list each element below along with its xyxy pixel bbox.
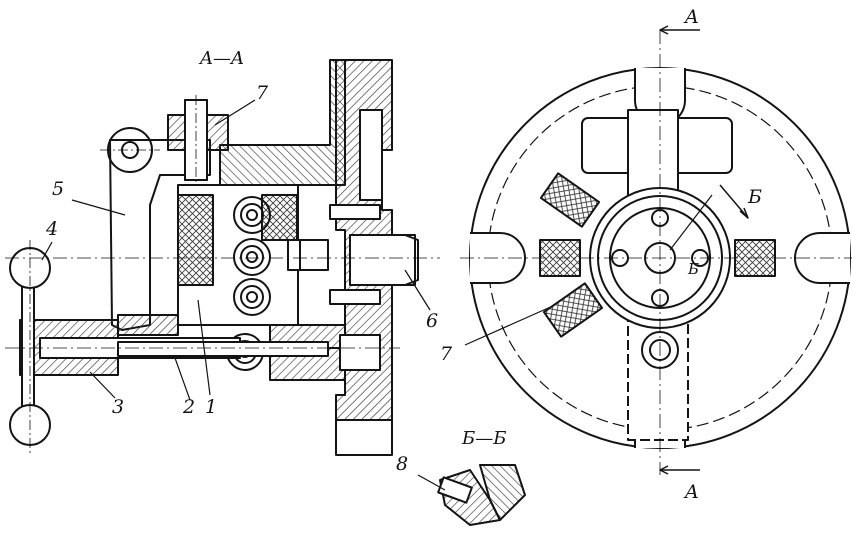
section-arrow-b <box>719 184 749 219</box>
callout-7-right: 7 <box>440 343 453 365</box>
section-mark-bottom: A <box>685 481 699 503</box>
section-mark-top: A <box>685 6 699 28</box>
callout-1: 1 <box>205 396 218 418</box>
plunger-6 <box>349 234 416 286</box>
section-mark-b: Б <box>748 186 762 208</box>
section-title-bb: Б—Б <box>462 428 507 449</box>
handwheel-handle <box>9 240 51 455</box>
callout-5: 5 <box>52 178 65 200</box>
upper-bracket <box>219 59 346 186</box>
face-view <box>460 25 852 475</box>
callout-8: 8 <box>396 453 409 475</box>
callout-4: 4 <box>46 218 59 240</box>
callout-6: 6 <box>426 310 439 332</box>
section-bb-view <box>437 464 526 526</box>
section-aa-view <box>5 59 440 456</box>
section-title-aa: A—A <box>200 48 244 69</box>
callout-2: 2 <box>183 396 196 418</box>
section-mark-b-center: Б <box>688 260 700 278</box>
callout-7-top: 7 <box>256 82 269 104</box>
leader-lines <box>41 99 556 491</box>
callout-3: 3 <box>112 396 125 418</box>
